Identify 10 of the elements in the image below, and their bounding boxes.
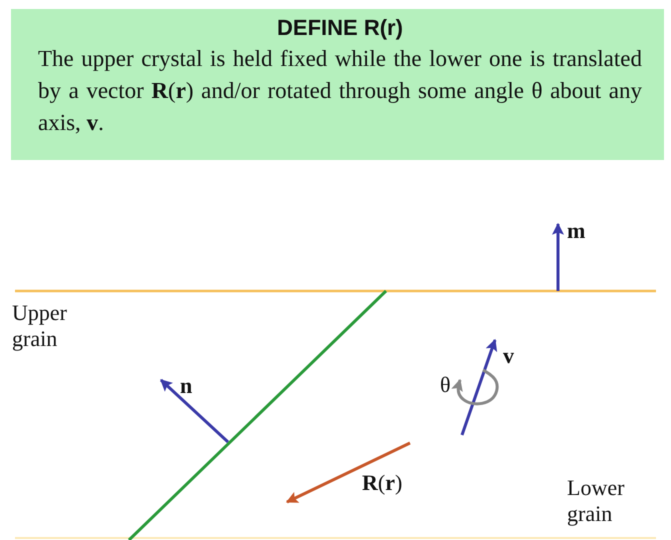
angle-label: θ: [440, 372, 451, 398]
vector-label: R(r): [362, 470, 402, 496]
definition-panel: [11, 9, 664, 160]
region-label: Lower grain: [567, 475, 626, 527]
panel-heading: DEFINE R(r): [277, 15, 403, 41]
definition-text: The upper crystal is held fixed while the lower one is translated by a vector R(r) and/or rotated through some angle θ about any axis, v.: [38, 45, 642, 137]
vector-label: n: [180, 373, 192, 399]
vector-label: v: [503, 343, 514, 369]
region-label: Upper grain: [12, 300, 68, 352]
vector-label: m: [567, 218, 586, 244]
